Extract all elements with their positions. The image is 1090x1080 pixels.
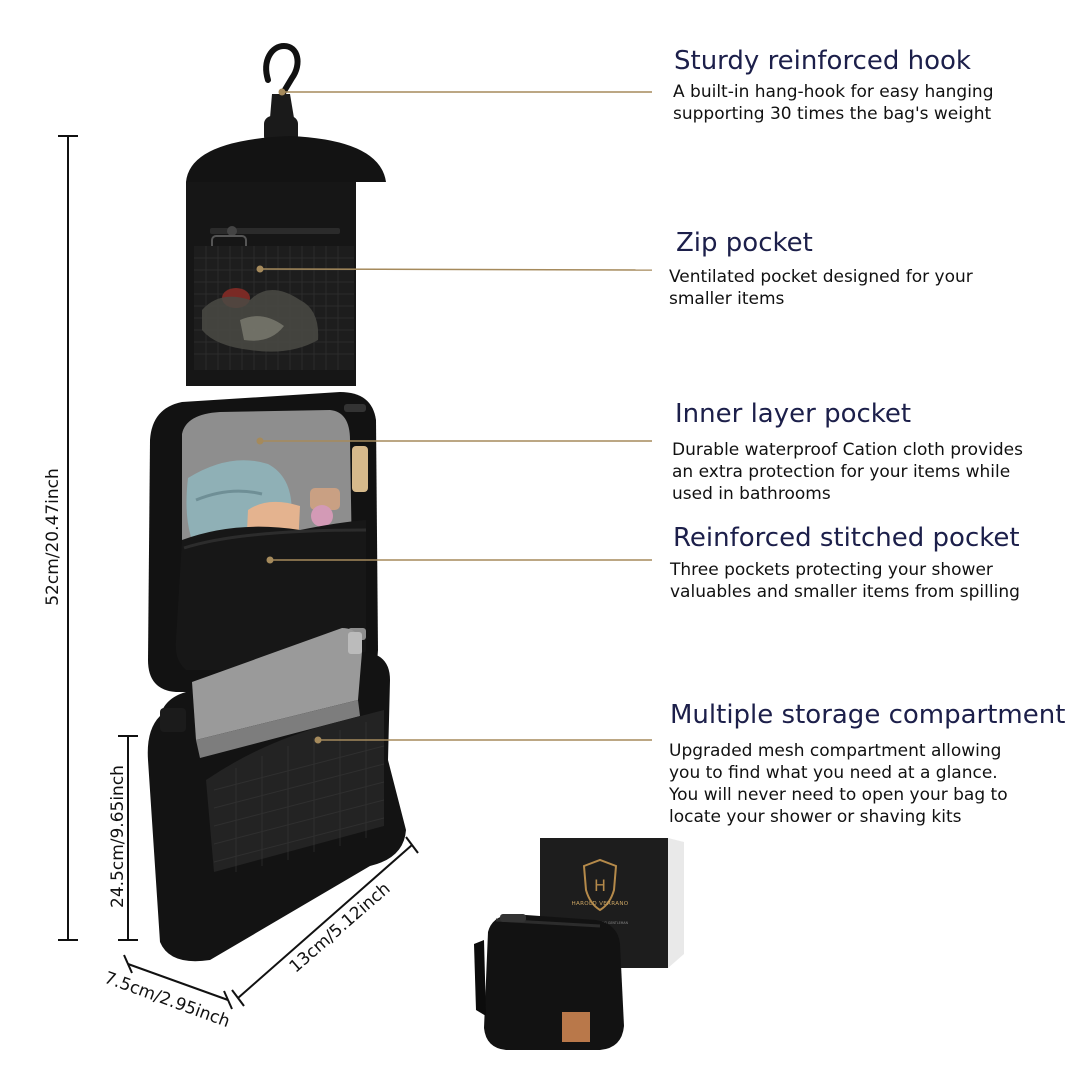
feature-title-storage-compartment: Multiple storage compartment — [670, 700, 1066, 730]
dimension-bottom-height: 24.5cm/9.65inch — [108, 765, 128, 908]
bag-bottom-section — [147, 628, 406, 962]
feature-title-stitched-pocket: Reinforced stitched pocket — [673, 523, 1020, 553]
leader-lines — [259, 91, 653, 741]
feature-desc-stitched-pocket: Three pockets protecting your shower val… — [670, 560, 1020, 602]
bag-middle-section — [148, 392, 378, 692]
shield-logo-icon — [582, 858, 618, 912]
feature-desc-zip-pocket: Ventilated pocket designed for your smal… — [669, 267, 973, 309]
dimension-line-width — [231, 836, 419, 1007]
packaging-logo-letter: H — [594, 876, 606, 895]
feature-desc-inner-layer: Durable waterproof Cation cloth provides… — [672, 440, 1023, 504]
bag-top-flap — [186, 136, 386, 386]
dimension-line-bottom-height — [118, 735, 138, 941]
feature-desc-hook: A built-in hang-hook for easy hanging su… — [673, 82, 994, 124]
leader-dots — [256, 88, 322, 744]
dimension-total-height: 52cm/20.47inch — [43, 468, 63, 606]
dimension-line-total-height — [58, 135, 78, 941]
packaging-brand: HAROLD VERRANO — [571, 901, 628, 907]
dimension-line-depth — [123, 954, 233, 1010]
feature-title-zip-pocket: Zip pocket — [676, 228, 813, 258]
feature-title-inner-layer: Inner layer pocket — [675, 399, 912, 429]
folded-bag — [474, 914, 624, 1050]
feature-desc-storage-compartment: Upgraded mesh compartment allowing you t… — [669, 741, 1008, 827]
feature-title-hook: Sturdy reinforced hook — [674, 46, 971, 76]
leather-tag-icon — [562, 1012, 590, 1042]
